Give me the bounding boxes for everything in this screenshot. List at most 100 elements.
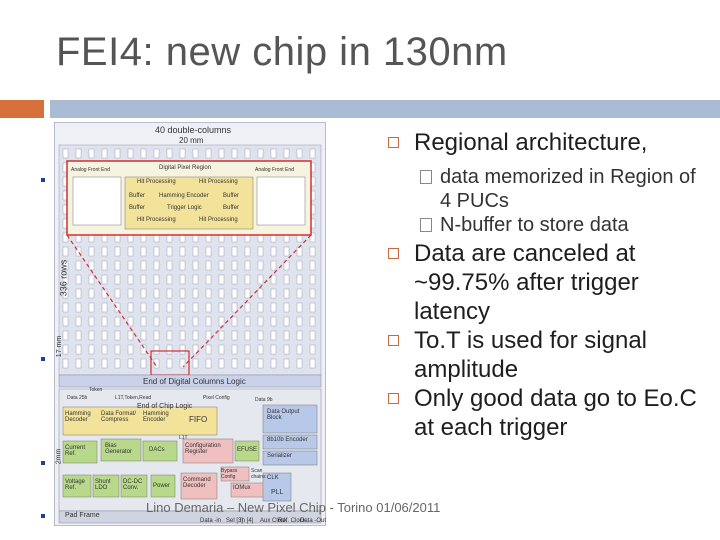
pixel-cell (283, 246, 290, 257)
bullet-text: Data are canceled at ~99.75% after trigg… (414, 240, 639, 325)
pixel-cell (218, 344, 225, 355)
block-hamming-encoder: Hamming Encoder (143, 411, 169, 423)
pixel-cell (166, 260, 173, 271)
pixel-cell (88, 302, 95, 313)
pixel-cell (101, 358, 108, 369)
pixel-cell (270, 344, 277, 355)
pixel-cell (192, 274, 199, 285)
pixel-cell (179, 260, 186, 271)
pixel-cell (270, 148, 277, 159)
pixel-cell (153, 260, 160, 271)
pixel-cell (218, 302, 225, 313)
pixel-region-detail (66, 160, 312, 236)
pixel-cell (244, 358, 251, 369)
pixel-cell (127, 274, 134, 285)
pixel-cell (88, 316, 95, 327)
pixel-cell (231, 274, 238, 285)
block-shunt-ldo: Shunt LDO (95, 479, 111, 491)
pin-aux-clock: Aux Clock (260, 518, 288, 524)
pixel-cell (153, 330, 160, 341)
pixel-cell (114, 288, 121, 299)
pixel-cell (127, 288, 134, 299)
dim-label: 20 mm (179, 136, 204, 145)
pixel-cell (101, 316, 108, 327)
pixel-cell (296, 302, 303, 313)
sub-bullet-square-icon (420, 218, 432, 232)
l1t-token-label: L1T,Token,Read (115, 395, 152, 401)
pixel-cell (270, 246, 277, 257)
pixel-cell (127, 344, 134, 355)
pixel-cell (127, 246, 134, 257)
pixel-cell (179, 246, 186, 257)
data9b-label: Data 9b (255, 397, 273, 403)
block-iomux: IOMux (233, 485, 251, 491)
pixel-cell (244, 344, 251, 355)
pixel-cell (205, 148, 212, 159)
pixel-cell (114, 246, 121, 257)
pr-block-5: Buffer (223, 193, 239, 199)
pixel-cell (257, 288, 264, 299)
pixel-cell (205, 288, 212, 299)
pixel-cell (75, 330, 82, 341)
pixel-cell (231, 288, 238, 299)
pixel-cell (75, 288, 82, 299)
pixel-cell (205, 274, 212, 285)
pixel-cell (140, 344, 147, 355)
pixel-cell (257, 274, 264, 285)
pixel-cell (75, 148, 82, 159)
pixel-cell (231, 260, 238, 271)
pixel-cell (231, 246, 238, 257)
pixel-cell (309, 302, 316, 313)
pin-sel: Sel [3] (226, 518, 244, 524)
end-of-chip-area (58, 388, 322, 512)
pixel-cell (153, 288, 160, 299)
pixel-cell (62, 302, 69, 313)
pixel-cell (192, 302, 199, 313)
pixel-cell (179, 274, 186, 285)
bullet-square-icon (388, 335, 399, 346)
pixel-cell (192, 260, 199, 271)
pixel-cell (140, 148, 147, 159)
pixel-cell (296, 358, 303, 369)
pixel-cell (283, 358, 290, 369)
pixel-cell (244, 302, 251, 313)
pixel-cell (153, 148, 160, 159)
bullet-item: Data are canceled at ~99.75% after trigg… (388, 239, 708, 326)
pixel-cell (231, 344, 238, 355)
sub-bullet-square-icon (420, 170, 432, 184)
pixel-cell (101, 302, 108, 313)
block-dcdc: DC-DC Conv. (123, 479, 143, 491)
pixel-cell (101, 344, 108, 355)
pixel-cell (231, 330, 238, 341)
pixel-cell (166, 274, 173, 285)
pixel-cell (179, 358, 186, 369)
block-config-register: Configuration Register (185, 443, 221, 455)
pixel-cell (218, 260, 225, 271)
pixel-cell (114, 330, 121, 341)
sub-bullet-item: data memorized in Region of 4 PUCs (388, 165, 708, 213)
pixel-cell (309, 288, 316, 299)
sub-bullet-text: data memorized in Region of 4 PUCs (440, 166, 696, 212)
pixel-cell (244, 274, 251, 285)
pixel-cell (179, 288, 186, 299)
pixel-cell (309, 246, 316, 257)
pixel-cell (166, 316, 173, 327)
pixel-cell (283, 148, 290, 159)
pixel-cell (257, 260, 264, 271)
pixel-cell (309, 260, 316, 271)
pixel-cell (62, 358, 69, 369)
slide-footer: Lino Demaria – New Pixel Chip - Torino 0… (146, 500, 441, 515)
pixel-cell (140, 330, 147, 341)
marker-dot (41, 461, 45, 465)
eoc-label: End of Digital Columns Logic (143, 377, 246, 386)
bullet-square-icon (388, 137, 399, 148)
pixel-cell (257, 344, 264, 355)
bottom-height-label: 2mm (55, 448, 63, 465)
pixel-cell (101, 274, 108, 285)
bullet-text: Only good data go to Eo.C at each trigge… (414, 385, 697, 441)
pr-block-2: Hit Processing (199, 179, 238, 185)
pixel-cell (296, 288, 303, 299)
pixel-cell (192, 316, 199, 327)
pixel-cell (218, 330, 225, 341)
pixel-cell (205, 246, 212, 257)
